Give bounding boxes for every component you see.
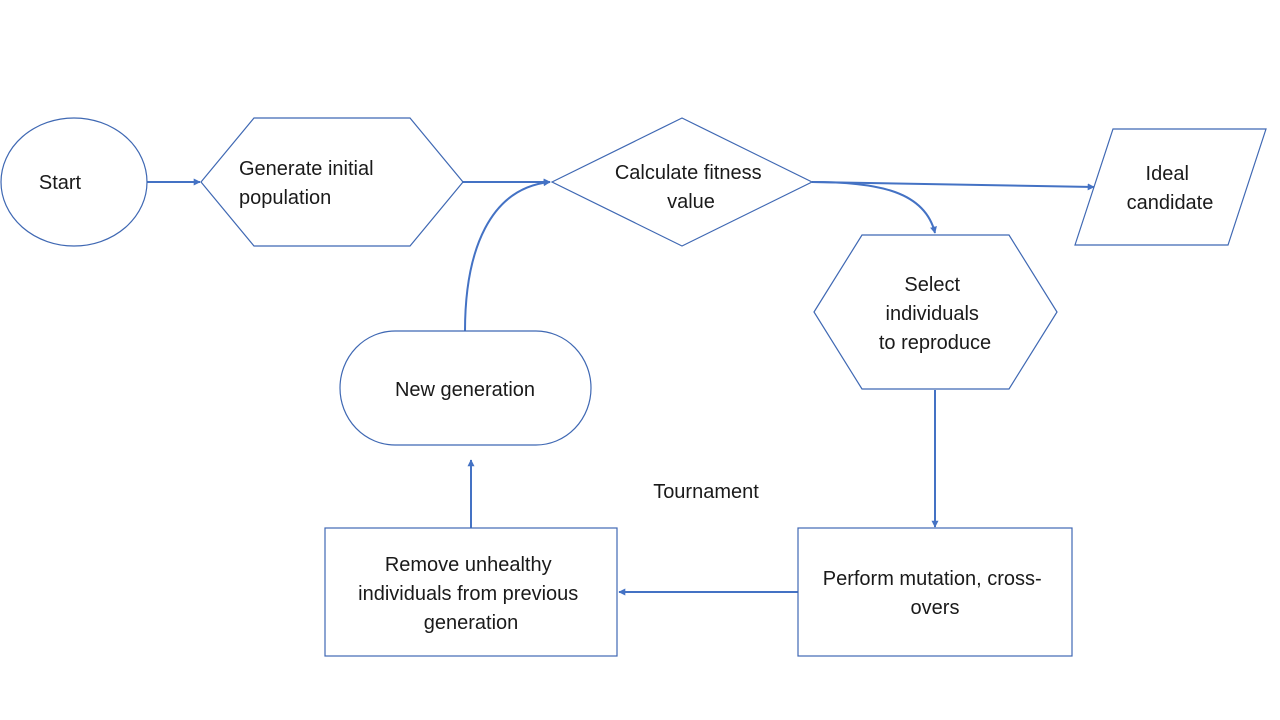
start-ellipse bbox=[0, 117, 148, 247]
node-select: Select individuals to reproduce bbox=[813, 234, 1058, 390]
edge-new-generation-to-fitness bbox=[464, 179, 551, 332]
ideal-label: Ideal candidate bbox=[1127, 163, 1214, 214]
node-ideal: Ideal candidate bbox=[1074, 128, 1267, 246]
edge-fitness-to-ideal bbox=[811, 181, 1095, 191]
ideal-parallelogram bbox=[1074, 128, 1267, 246]
node-mutation: Perform mutation, cross- overs bbox=[797, 527, 1073, 657]
generate-label: Generate initial population bbox=[239, 158, 379, 209]
node-start: Start bbox=[0, 117, 148, 247]
select-label: Select individuals to reproduce bbox=[879, 274, 991, 354]
connectors bbox=[147, 178, 1095, 596]
node-generate: Generate initial population bbox=[200, 117, 464, 247]
tournament-label: Tournament bbox=[653, 481, 759, 503]
fitness-diamond bbox=[550, 117, 814, 247]
remove-label: Remove unhealthy individuals from previo… bbox=[358, 554, 584, 634]
start-label: Start bbox=[39, 172, 82, 194]
remove-rectangle bbox=[324, 527, 618, 657]
node-fitness: Calculate fitness value bbox=[550, 117, 814, 247]
new-generation-label: New generation bbox=[395, 379, 535, 401]
node-new-generation: New generation bbox=[339, 330, 592, 446]
generate-hexagon bbox=[200, 117, 464, 247]
mutation-label: Perform mutation, cross- overs bbox=[823, 568, 1048, 619]
fitness-label: Calculate fitness value bbox=[615, 162, 767, 213]
new-generation-terminator bbox=[339, 330, 592, 446]
select-hexagon bbox=[813, 234, 1058, 390]
edge-fitness-to-select bbox=[811, 181, 937, 234]
node-remove: Remove unhealthy individuals from previo… bbox=[324, 527, 618, 657]
mutation-rectangle bbox=[797, 527, 1073, 657]
